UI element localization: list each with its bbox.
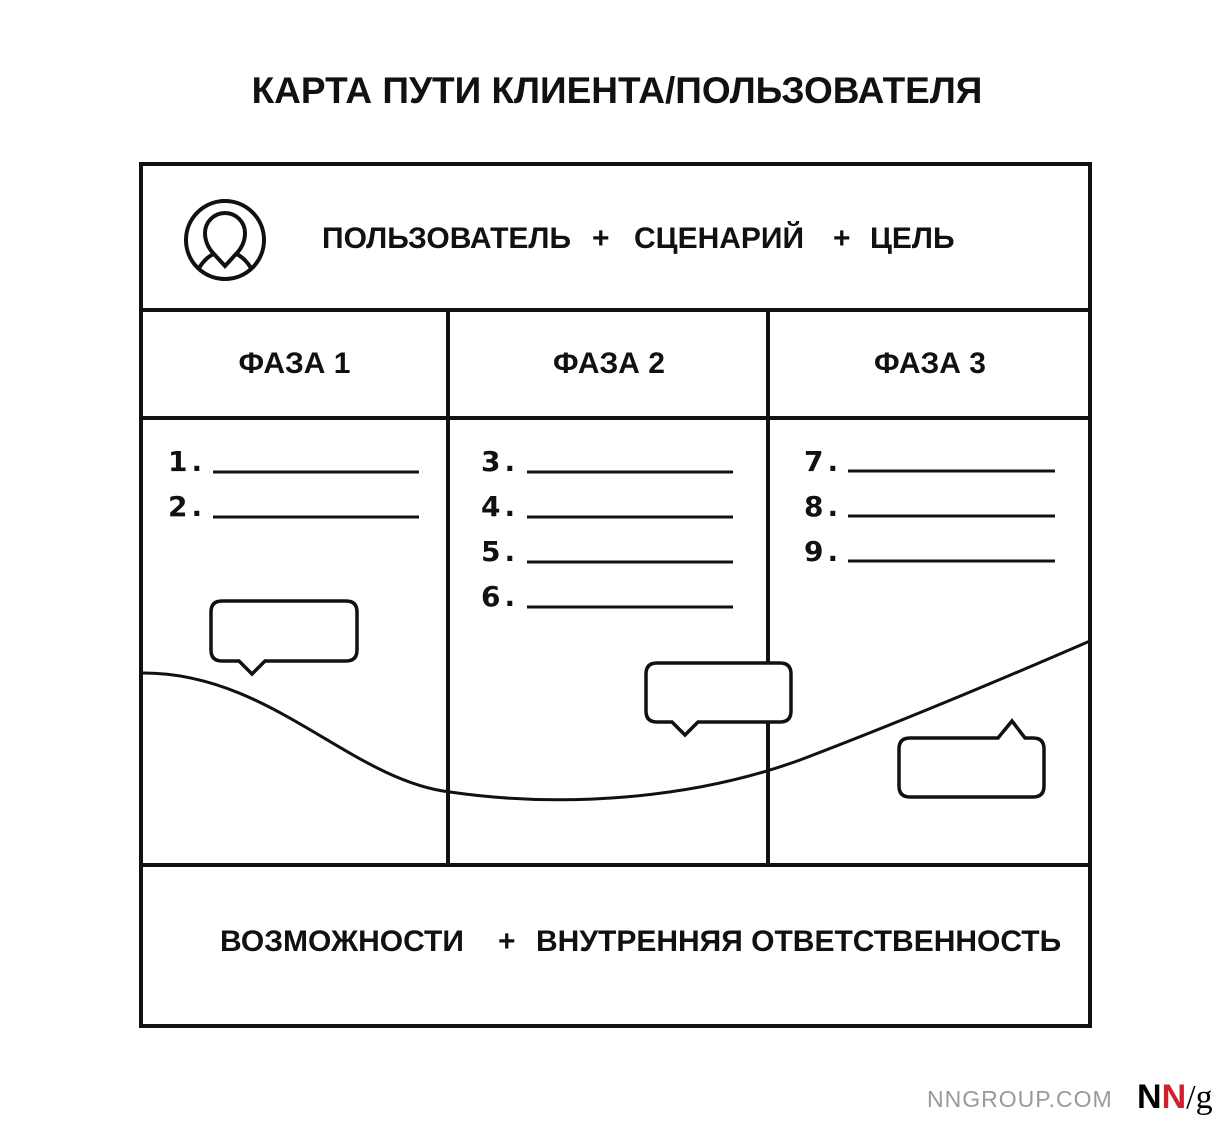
speech-bubble-icon	[209, 599, 359, 677]
step-number: 9.	[804, 535, 843, 568]
footer-plus: +	[498, 925, 516, 958]
header-user: ПОЛЬЗОВАТЕЛЬ	[322, 222, 572, 255]
step-number: 4.	[481, 490, 520, 523]
page-title: КАРТА ПУТИ КЛИЕНТА/ПОЛЬЗОВАТЕЛЯ	[251, 70, 983, 111]
outer-border	[139, 162, 1092, 1028]
emotion-curve	[141, 639, 1091, 802]
header-scenario: СЦЕНАРИЙ	[634, 222, 805, 255]
step-number: 6.	[481, 580, 520, 613]
user-avatar-icon	[184, 199, 266, 281]
step-lines	[213, 469, 1055, 609]
step-number: 2.	[168, 490, 207, 523]
phase-3-heading: ФАЗА 3	[873, 347, 986, 380]
step-number: 7.	[804, 445, 843, 478]
step-number: 3.	[481, 445, 520, 478]
logo-n2: N	[1161, 1078, 1187, 1116]
footer-ownership: ВНУТРЕННЯЯ ОТВЕТСТВЕННОСТЬ	[536, 925, 1062, 958]
header-goal: ЦЕЛЬ	[870, 222, 955, 255]
phase-1-heading: ФАЗА 1	[238, 347, 351, 380]
phase-2-heading: ФАЗА 2	[552, 347, 665, 380]
nng-logo: NN/g	[1137, 1078, 1213, 1117]
step-number: 5.	[481, 535, 520, 568]
speech-bubble-icon	[644, 661, 793, 738]
header-plus: +	[833, 222, 851, 255]
logo-n1: N	[1137, 1078, 1162, 1116]
site-url: NNGROUP.COM	[927, 1086, 1113, 1112]
speech-bubble-icon	[897, 718, 1046, 799]
footer-opportunities: ВОЗМОЖНОСТИ	[220, 925, 464, 958]
step-number: 8.	[804, 490, 843, 523]
header-plus: +	[592, 222, 610, 255]
logo-g: /g	[1186, 1079, 1213, 1116]
step-number: 1.	[168, 445, 207, 478]
